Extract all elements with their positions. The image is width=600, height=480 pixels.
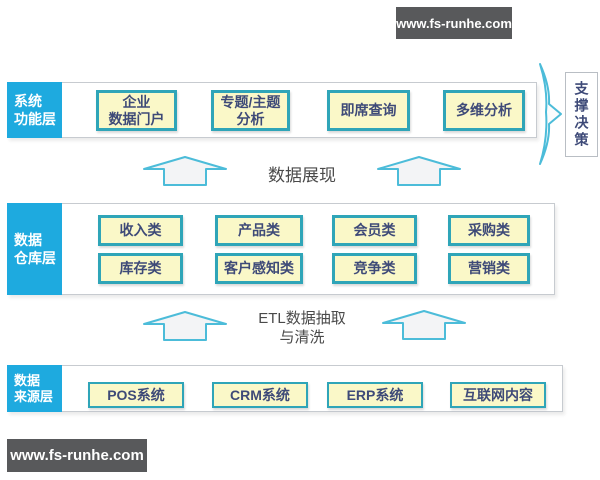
- box-label-line: 企业: [122, 93, 151, 110]
- box-label-line: 即席查询: [340, 102, 397, 118]
- box-enterprise-data-portal: 企业 数据门户: [96, 90, 177, 131]
- up-arrow-icon: [377, 156, 461, 186]
- box-label-line: 分析: [236, 110, 265, 127]
- connector-label-line: ETL数据抽取: [258, 310, 346, 327]
- box-erp-system: ERP系统: [327, 382, 423, 408]
- decision-support-box: 支撑决策: [565, 72, 598, 157]
- box-competition-category: 竞争类: [332, 253, 417, 284]
- connector-label-etl: ETL数据抽取 与清洗: [240, 309, 364, 347]
- right-arrow-icon: [539, 63, 562, 165]
- box-pos-system: POS系统: [88, 382, 184, 408]
- layer-label-line: 来源层: [14, 388, 54, 404]
- layer-label-warehouse: 数据 仓库层: [7, 203, 62, 295]
- box-customer-perception-category: 客户感知类: [215, 253, 303, 284]
- box-thematic-analysis: 专题/主题 分析: [211, 90, 290, 131]
- box-label-line: 数据门户: [108, 110, 165, 127]
- layer-label-function: 系统 功能层: [7, 82, 62, 138]
- box-income-category: 收入类: [98, 215, 183, 246]
- box-crm-system: CRM系统: [212, 382, 308, 408]
- layer-label-line: 系统: [14, 93, 42, 109]
- layer-label-line: 数据: [14, 232, 42, 248]
- layer-label-line: 功能层: [14, 111, 56, 127]
- box-internet-content: 互联网内容: [450, 382, 546, 408]
- box-purchase-category: 采购类: [448, 215, 530, 246]
- layer-label-line: 数据: [14, 372, 41, 388]
- box-label-line: 专题/主题: [220, 93, 281, 110]
- box-marketing-category: 营销类: [448, 253, 530, 284]
- layer-label-line: 仓库层: [14, 250, 56, 266]
- watermark-top: www.fs-runhe.com: [396, 7, 512, 39]
- layer-label-source: 数据 来源层: [7, 365, 62, 412]
- up-arrow-icon: [143, 311, 227, 341]
- box-label-line: 多维分析: [456, 102, 512, 118]
- connector-label-data-presentation: 数据展现: [268, 166, 336, 185]
- connector-label-line: 与清洗: [279, 329, 325, 346]
- box-product-category: 产品类: [215, 215, 303, 246]
- box-member-category: 会员类: [332, 215, 417, 246]
- watermark-bottom: www.fs-runhe.com: [7, 439, 147, 472]
- box-adhoc-query: 即席查询: [327, 90, 410, 131]
- box-inventory-category: 库存类: [98, 253, 183, 284]
- box-multidimensional-analysis: 多维分析: [443, 90, 525, 131]
- up-arrow-icon: [382, 310, 466, 340]
- decision-support-label: 支撑决策: [573, 80, 590, 149]
- up-arrow-icon: [143, 156, 227, 186]
